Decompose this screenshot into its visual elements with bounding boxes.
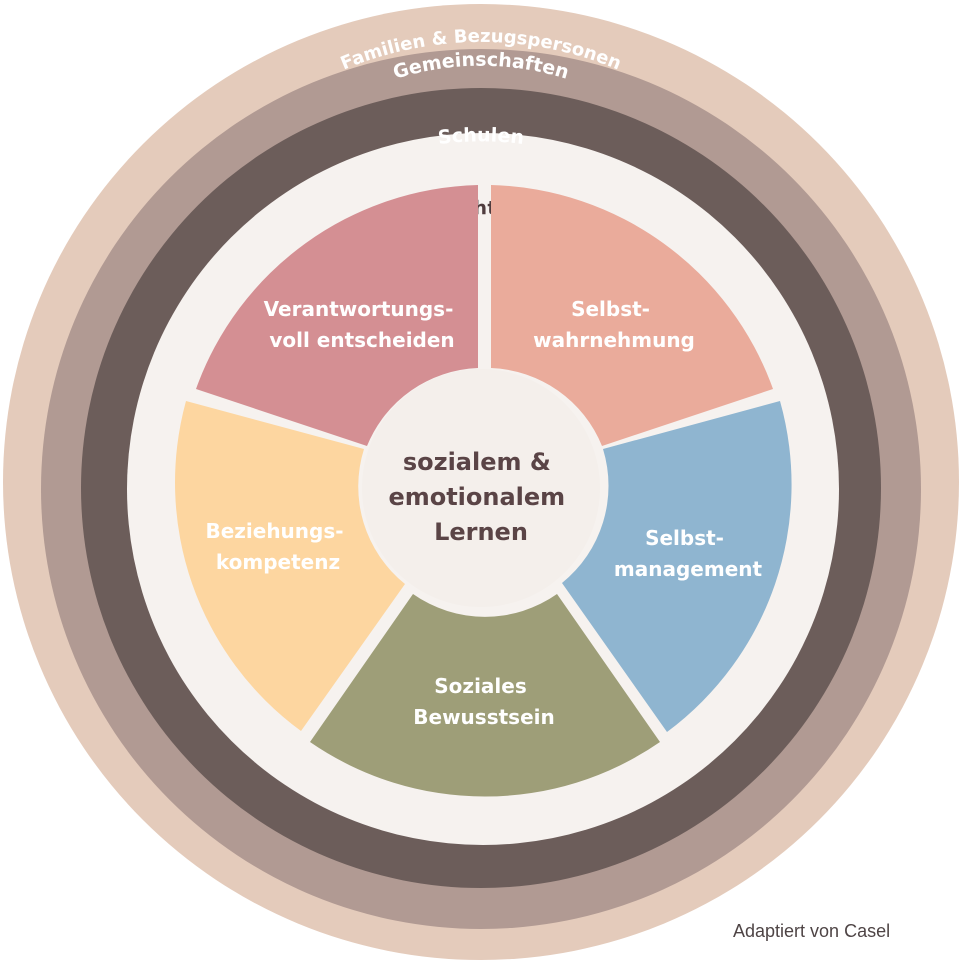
segment-beziehungskompetenz (175, 401, 405, 731)
segment-label-selbstwahrnehmung: Selbst- wahrnehmung (533, 297, 695, 352)
center-label: sozialem & emotionalem Lernen (388, 448, 573, 546)
ring-label-schulen: Schulen (437, 124, 525, 149)
credit-text: Adaptiert von Casel (733, 921, 891, 941)
segment-label-beziehungskompetenz: Beziehungs- kompetenz (205, 519, 350, 574)
center-circle (362, 369, 600, 607)
segment-soziales-bewusstsein (310, 594, 660, 797)
segment-label-verantwortungsvoll: Verantwortungs- voll entscheiden (264, 297, 461, 352)
segment-label-selbstmanagement: Selbst- management (614, 526, 763, 581)
segment-selbstmanagement (562, 401, 792, 732)
segment-label-soziales-bewusstsein: Soziales Bewusstsein (413, 674, 554, 729)
segment-verantwortungsvoll (196, 185, 478, 446)
segment-selbstwahrnehmung (491, 185, 773, 446)
